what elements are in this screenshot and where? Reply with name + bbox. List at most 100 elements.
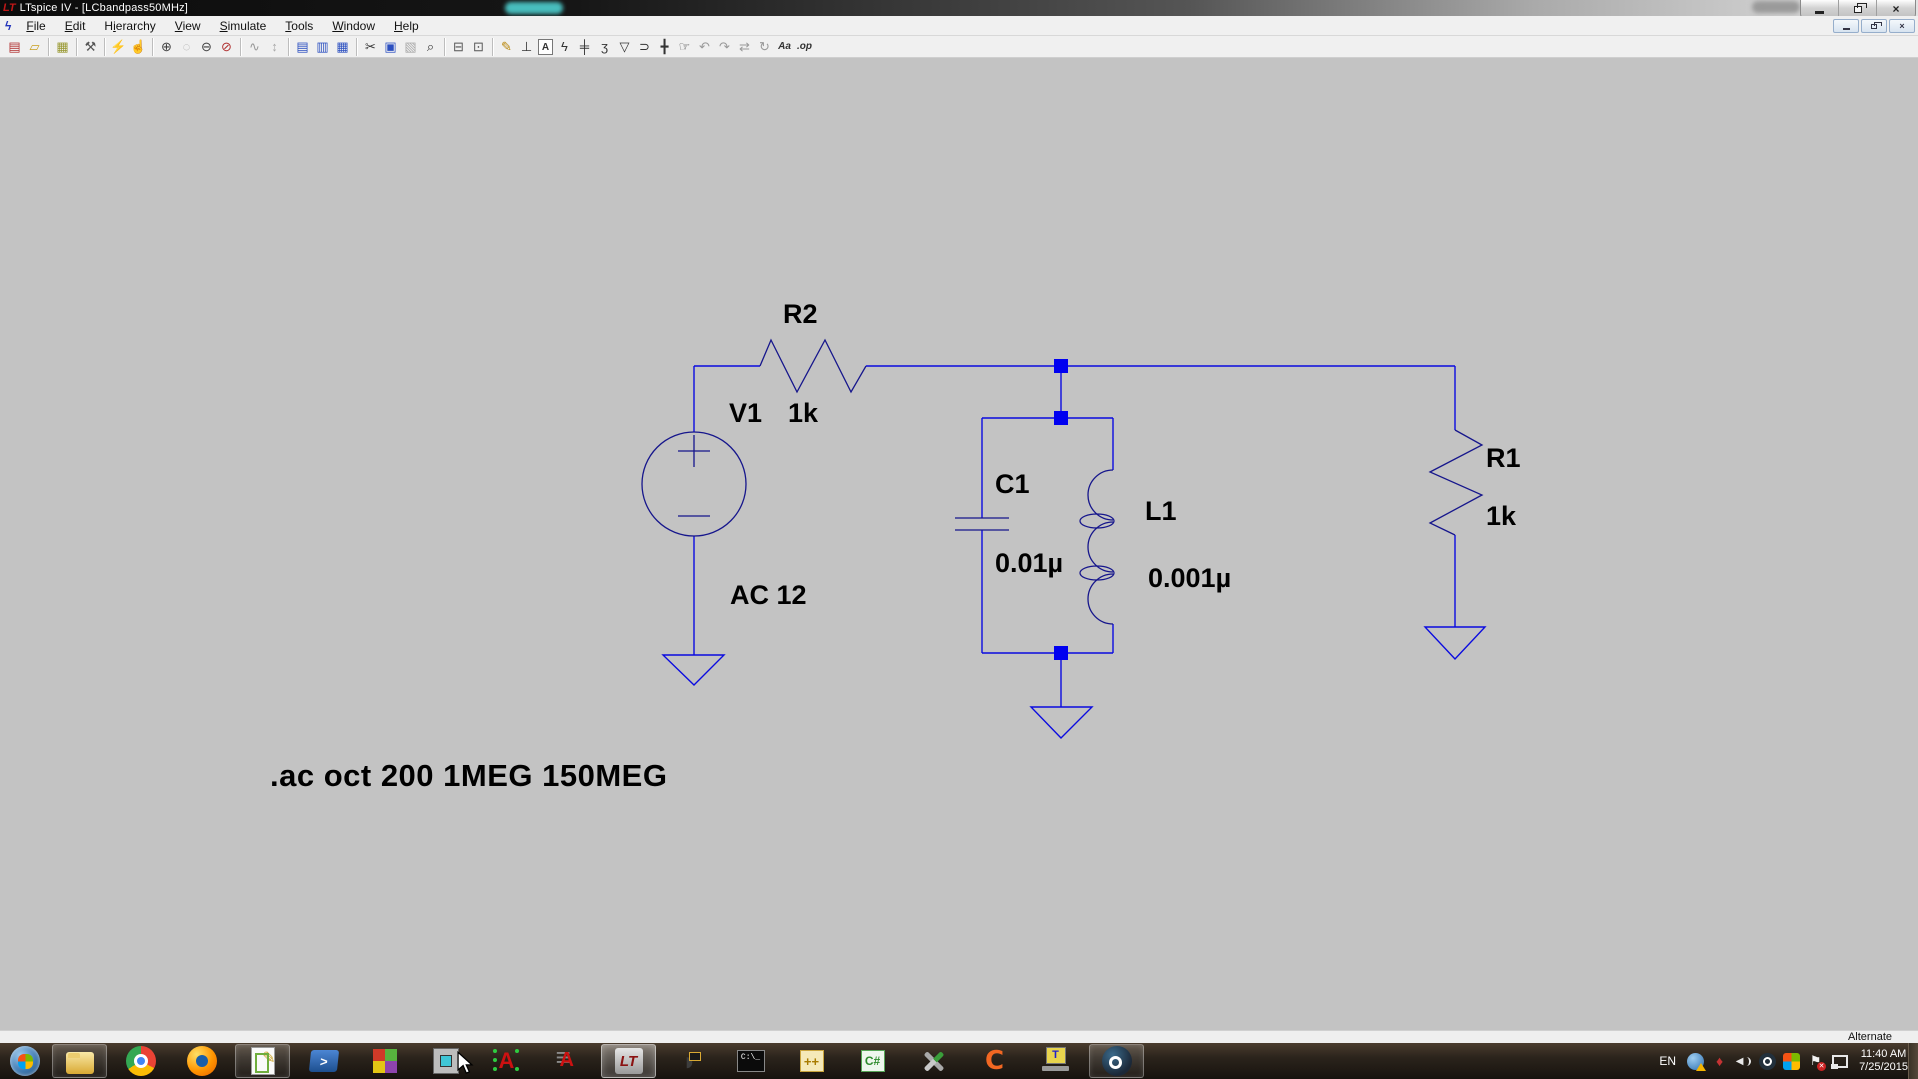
label-r2-value[interactable]: 1k — [788, 398, 819, 428]
resistor-icon[interactable]: ϟ — [561, 38, 568, 54]
label-l1-value[interactable]: 0.001µ — [1148, 563, 1232, 593]
taskbar-chrome-button[interactable] — [113, 1044, 168, 1078]
start-button[interactable] — [4, 1044, 46, 1078]
move-icon[interactable]: ╋ — [660, 38, 669, 54]
taskbar-notepadpp-button[interactable] — [235, 1044, 290, 1078]
taskbar-cpp-button[interactable] — [784, 1044, 839, 1078]
windows-update-icon[interactable] — [1783, 1052, 1801, 1070]
component-icon[interactable]: ⊃ — [639, 38, 650, 54]
tile-horizontal-icon[interactable]: ▤ — [296, 38, 309, 54]
clock[interactable]: 11:40 AM 7/25/2015 — [1859, 1048, 1908, 1074]
zoom-out-icon[interactable]: ⊖ — [201, 38, 212, 54]
diode-icon[interactable]: ▽ — [619, 38, 630, 54]
restore-button[interactable] — [1839, 0, 1877, 18]
label-r1-ref[interactable]: R1 — [1486, 443, 1521, 473]
menu-window[interactable]: Window — [332, 18, 375, 33]
capacitor-c1[interactable] — [955, 517, 1009, 531]
cascade-windows-icon[interactable]: ▥ — [316, 38, 329, 54]
zoom-full-extents-icon[interactable]: ⊘ — [221, 38, 232, 54]
label-c1-value[interactable]: 0.01µ — [995, 548, 1064, 578]
zoom-in-icon[interactable]: ⊕ — [161, 38, 172, 54]
capacitor-icon[interactable]: ╪ — [579, 38, 590, 54]
print-preview-icon[interactable]: ⊡ — [473, 38, 484, 54]
voltage-source-v1[interactable] — [641, 431, 747, 537]
label-c1-ref[interactable]: C1 — [995, 469, 1030, 499]
resistor-r1[interactable] — [1428, 429, 1484, 536]
taskbar-chipcrescent-button[interactable] — [662, 1044, 717, 1078]
taskbar-csharp-button[interactable] — [845, 1044, 900, 1078]
audio-device-icon[interactable] — [1711, 1053, 1728, 1070]
label-v1-value[interactable]: AC 12 — [730, 580, 807, 610]
undo-icon[interactable]: ↶ — [699, 38, 710, 54]
resistor-r2[interactable] — [759, 338, 867, 394]
run-icon[interactable]: ⚡ — [110, 38, 127, 54]
inductor-icon[interactable]: ʒ — [600, 38, 609, 54]
control-panel-icon[interactable]: ⚒ — [84, 38, 97, 54]
drag-icon[interactable]: ☞ — [678, 38, 691, 54]
zoom-pan-icon[interactable]: ◌ — [182, 38, 191, 54]
mirror-icon[interactable]: ⇄ — [739, 38, 750, 54]
label-r1-value[interactable]: 1k — [1486, 501, 1517, 531]
spice-directive-text[interactable]: .ac oct 200 1MEG 150MEG — [270, 758, 668, 793]
action-center-icon[interactable] — [1807, 1053, 1827, 1071]
menu-file[interactable]: File — [26, 18, 46, 33]
ground-symbol-r1[interactable] — [1423, 626, 1487, 661]
minimize-button[interactable] — [1801, 0, 1839, 18]
speaker-icon[interactable] — [1735, 1053, 1752, 1070]
label-l1-ref[interactable]: L1 — [1145, 496, 1177, 526]
mdi-restore-button[interactable] — [1861, 19, 1887, 33]
taskbar-ltspice-button[interactable] — [601, 1044, 656, 1078]
taskbar-altiumpcb-button[interactable] — [540, 1042, 595, 1078]
wires[interactable] — [693, 365, 1456, 707]
waveform-icon[interactable]: ∿ — [249, 38, 260, 54]
taskbar-tools-button[interactable] — [906, 1044, 961, 1078]
menu-view[interactable]: View — [174, 18, 201, 33]
new-schematic-icon[interactable]: ▤ — [8, 38, 21, 54]
taskbar-laptop-button[interactable] — [1028, 1044, 1083, 1078]
close-button[interactable]: × — [1892, 2, 1900, 16]
network-icon[interactable] — [1831, 1053, 1848, 1070]
cut-icon[interactable]: ✂ — [365, 38, 376, 54]
taskbar-altiumsch-button[interactable] — [479, 1044, 534, 1078]
taskbar-steam-button[interactable] — [1089, 1044, 1144, 1078]
copy-icon[interactable]: ▣ — [384, 38, 397, 54]
text-icon[interactable]: Aa — [778, 40, 791, 52]
redo-icon[interactable]: ↷ — [719, 38, 730, 54]
show-desktop-button[interactable] — [1908, 1043, 1918, 1079]
taskbar-squares-button[interactable] — [357, 1044, 412, 1078]
print-icon[interactable]: ⊟ — [453, 38, 464, 54]
net-label-icon[interactable]: A — [538, 38, 553, 55]
ground-icon[interactable]: ⊥ — [520, 38, 533, 54]
language-indicator[interactable]: EN — [1659, 1054, 1677, 1068]
taskbar-cura-button[interactable] — [967, 1044, 1022, 1078]
spice-directive-icon[interactable]: .op — [797, 40, 812, 52]
steam-tray-icon[interactable] — [1759, 1052, 1777, 1070]
wire-icon[interactable]: ✎ — [501, 38, 512, 54]
taskbar-cmd-button[interactable] — [723, 1044, 778, 1078]
tile-vertical-icon[interactable]: ▦ — [336, 38, 349, 54]
schematic-canvas[interactable]: R2 V1 1k C1 L1 0.01µ 0.001µ AC 12 R1 1k … — [0, 58, 1918, 1030]
ground-symbol-v1[interactable] — [661, 654, 726, 686]
find-icon[interactable]: ⌕ — [426, 38, 435, 54]
menu-edit[interactable]: Edit — [64, 18, 86, 33]
mdi-minimize-button[interactable] — [1833, 19, 1859, 33]
autorange-icon[interactable]: ↕ — [271, 38, 278, 54]
taskbar-explorer-button[interactable] — [52, 1044, 107, 1078]
taskbar-powershell-button[interactable] — [296, 1044, 351, 1078]
inductor-l1[interactable] — [1079, 469, 1115, 625]
rotate-icon[interactable]: ↻ — [759, 38, 770, 54]
globe-warning-icon[interactable] — [1687, 1052, 1707, 1071]
label-r2-ref[interactable]: R2 — [783, 299, 818, 329]
paste-icon[interactable]: ▧ — [404, 38, 417, 54]
menu-hierarchy[interactable]: Hierarchy — [104, 18, 156, 33]
halt-icon[interactable]: ☝ — [130, 38, 147, 54]
open-file-icon[interactable]: ▱ — [29, 38, 40, 54]
menu-simulate[interactable]: Simulate — [219, 18, 267, 33]
mdi-close-button[interactable]: × — [1889, 19, 1915, 33]
save-icon[interactable]: ▦ — [56, 38, 69, 54]
taskbar-firefox-button[interactable] — [174, 1044, 229, 1078]
menu-tools[interactable]: Tools — [285, 18, 314, 33]
ground-symbol-tank[interactable] — [1029, 706, 1094, 739]
taskbar-pcbchip-button[interactable] — [418, 1044, 473, 1078]
menu-help[interactable]: Help — [394, 18, 419, 33]
